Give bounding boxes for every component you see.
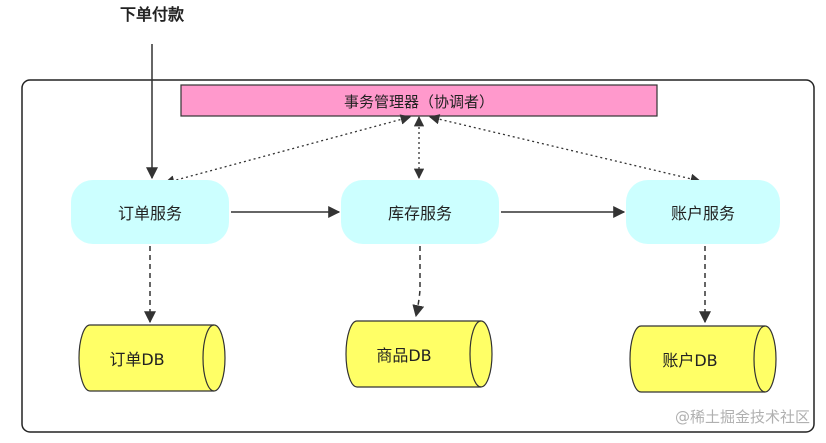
inventory-db-arrow <box>412 246 425 318</box>
account-db-node <box>629 325 777 393</box>
account-service-node <box>626 180 780 244</box>
order-service-label: 订单服务 <box>118 204 182 223</box>
order-service-node <box>71 180 229 244</box>
coordinator-box <box>180 84 658 117</box>
account-db-label: 账户DB <box>662 351 717 370</box>
trigger-label: 下单付款 <box>120 5 185 24</box>
coordinator-account-link <box>428 114 702 184</box>
order-db-node <box>78 324 226 392</box>
inventory-service-node <box>341 180 499 244</box>
system-boundary <box>21 79 815 433</box>
inventory-service-label: 库存服务 <box>388 204 452 223</box>
coordinator-label: 事务管理器（协调者） <box>344 93 494 111</box>
watermark: @稀土掘金技术社区 <box>675 408 810 426</box>
coordinator-order-link <box>163 114 412 186</box>
product-db-node <box>345 320 493 388</box>
account-service-label: 账户服务 <box>671 204 735 223</box>
product-db-label: 商品DB <box>376 346 431 365</box>
order-db-label: 订单DB <box>109 350 164 369</box>
